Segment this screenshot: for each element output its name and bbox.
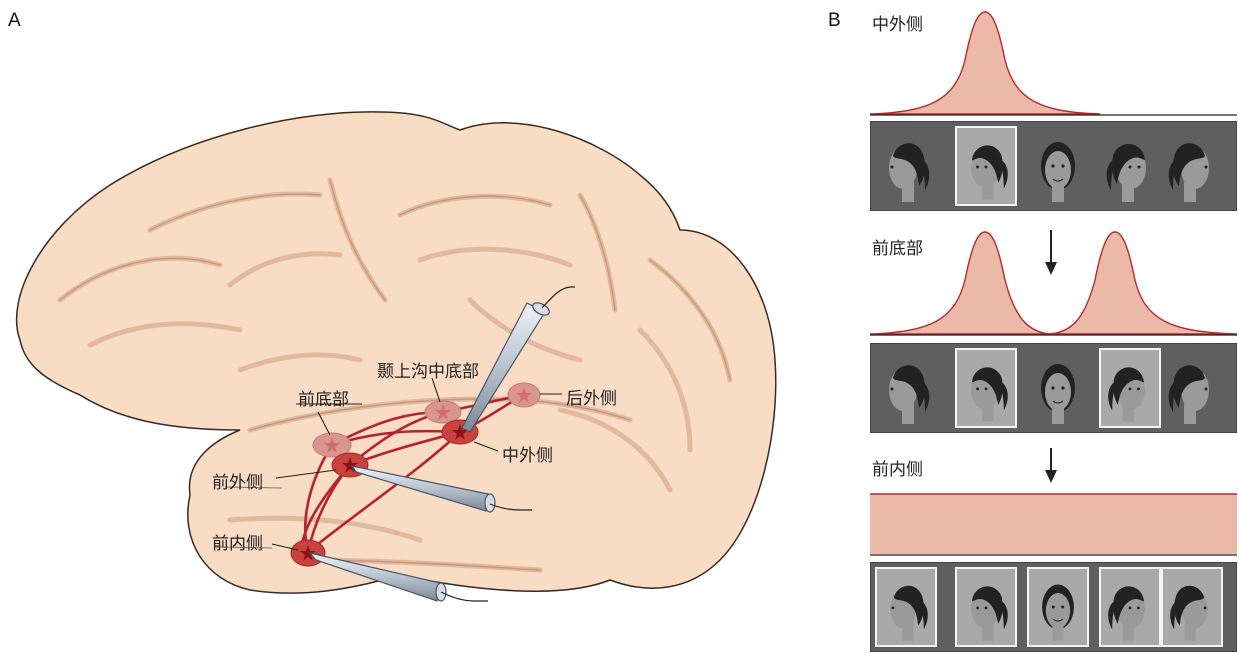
frontal-face-icon (1029, 569, 1087, 645)
left-profile-face-icon (875, 126, 937, 206)
left-profile-face-selected (875, 567, 937, 647)
left-profile-face-icon (877, 569, 935, 645)
left-half-face-icon (957, 128, 1015, 204)
left-half-face-icon (957, 350, 1015, 426)
right-half-face (1099, 126, 1161, 206)
right-half-face-icon (1101, 569, 1159, 645)
left-half-face-selected (955, 567, 1017, 647)
frontal-face (1027, 126, 1089, 206)
right-half-face-icon (1099, 126, 1161, 206)
right-profile-face (1161, 348, 1223, 428)
left-half-face-icon (957, 569, 1015, 645)
right-profile-face (1161, 126, 1223, 206)
right-profile-face-selected (1161, 567, 1223, 647)
frontal-face-icon (1027, 348, 1089, 428)
face-strip (870, 121, 1237, 211)
left-half-face-selected (955, 348, 1017, 428)
right-profile-face-icon (1163, 569, 1221, 645)
face-strip (870, 562, 1237, 652)
frontal-face-selected (1027, 567, 1089, 647)
right-half-face-selected (1099, 348, 1161, 428)
right-profile-face-icon (1161, 126, 1223, 206)
down-arrow-2 (1045, 448, 1057, 483)
tuning-curve-double-peak (870, 232, 1237, 334)
tuning-curve-flat (870, 494, 1237, 554)
frontal-face-icon (1027, 126, 1089, 206)
left-profile-face-icon (875, 348, 937, 428)
face-strip (870, 343, 1237, 433)
right-profile-face-icon (1161, 348, 1223, 428)
down-arrow-1 (1045, 230, 1057, 275)
tuning-curve-single-peak (870, 12, 1100, 114)
right-half-face-selected (1099, 567, 1161, 647)
right-half-face-icon (1101, 350, 1159, 426)
left-profile-face (875, 348, 937, 428)
left-profile-face (875, 126, 937, 206)
frontal-face (1027, 348, 1089, 428)
left-half-face-selected (955, 126, 1017, 206)
